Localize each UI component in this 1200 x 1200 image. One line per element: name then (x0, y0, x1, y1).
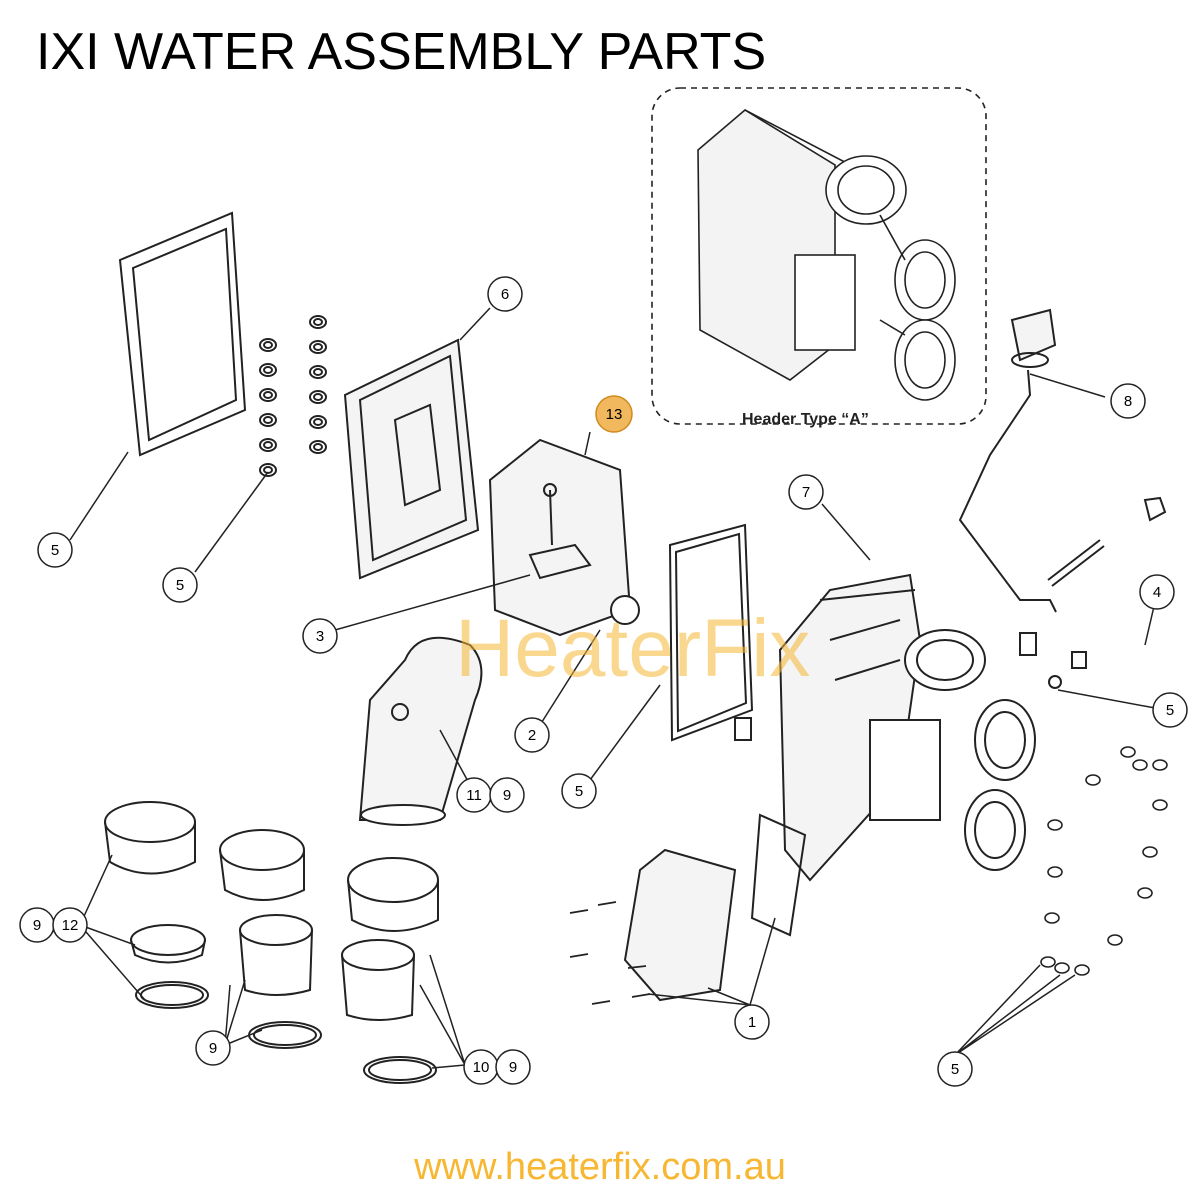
o-ring-stack-right (309, 315, 327, 454)
union-nuts (104, 801, 439, 932)
heaterfix-watermark: HeaterFix (455, 603, 811, 694)
screws (569, 901, 651, 1005)
callout-8-label: 8 (1124, 393, 1132, 410)
callout-4: 4 (1139, 574, 1175, 610)
callout-9-union-right-label: 9 (509, 1059, 517, 1076)
callout-5-gasket-label: 5 (51, 542, 59, 559)
callout-7-label: 7 (802, 484, 810, 501)
callout-10: 10 (463, 1049, 499, 1085)
diagram-title: IXI WATER ASSEMBLY PARTS (36, 23, 767, 81)
callout-13-label: 13 (606, 406, 623, 423)
sensor-and-fittings (734, 496, 1167, 741)
leader-lines (69, 307, 1156, 1069)
callout-9-union-left: 9 (19, 907, 55, 943)
callout-5-o-rings-label: 5 (176, 577, 184, 594)
callout-4-label: 4 (1153, 584, 1161, 601)
callout-5-square-gasket-label: 5 (575, 783, 583, 800)
washers-cluster (1040, 746, 1168, 976)
header-type-a-drawing (697, 109, 956, 401)
callout-12-label: 12 (62, 917, 79, 934)
o-ring-stack-left (259, 338, 277, 477)
header-type-a-inset-frame (651, 87, 987, 425)
callout-9-elbow: 9 (489, 777, 525, 813)
header-cover-plate (343, 338, 480, 580)
callout-5-washers-cluster: 5 (937, 1051, 973, 1087)
bypass-valve-housing (488, 438, 640, 637)
callout-9-union-middle: 9 (195, 1030, 231, 1066)
callout-12: 12 (52, 907, 88, 943)
tailpieces (130, 914, 415, 1021)
callout-9-elbow-label: 9 (503, 787, 511, 804)
pressure-switch (958, 308, 1057, 613)
elbow-pipe (358, 636, 483, 826)
callout-9-union-middle-label: 9 (209, 1040, 217, 1057)
callout-6: 6 (487, 276, 523, 312)
callout-3: 3 (302, 618, 338, 654)
square-gasket (668, 523, 754, 742)
callout-9-union-right: 9 (495, 1049, 531, 1085)
callout-3-label: 3 (316, 628, 324, 645)
rear-cover (623, 813, 807, 1002)
callout-2: 2 (514, 717, 550, 753)
callout-markers: 6 13 8 7 4 5 5 3 (19, 276, 1188, 1087)
main-header-assembly (778, 573, 1036, 882)
callout-5-washer-label: 5 (1166, 702, 1174, 719)
gasket-frame (118, 211, 247, 457)
callout-11: 11 (456, 777, 492, 813)
header-type-a-label: Header Type “A” (742, 411, 869, 428)
callout-5-o-rings: 5 (162, 567, 198, 603)
callout-1: 1 (734, 1004, 770, 1040)
callout-1-label: 1 (748, 1014, 756, 1031)
callout-8: 8 (1110, 383, 1146, 419)
callout-13-highlighted: 13 (595, 395, 633, 433)
callout-11-label: 11 (466, 787, 482, 804)
callout-9-union-left-label: 9 (33, 917, 41, 934)
callout-7: 7 (788, 474, 824, 510)
callout-5-gasket: 5 (37, 532, 73, 568)
website-url[interactable]: www.heaterfix.com.au (414, 1146, 786, 1188)
callout-5-square-gasket: 5 (561, 773, 597, 809)
callout-10-label: 10 (473, 1059, 490, 1076)
callout-6-label: 6 (501, 286, 509, 303)
callout-5-washer: 5 (1152, 692, 1188, 728)
callout-5-washers-cluster-label: 5 (951, 1061, 959, 1078)
callout-2-label: 2 (528, 727, 536, 744)
union-o-rings (135, 981, 437, 1084)
